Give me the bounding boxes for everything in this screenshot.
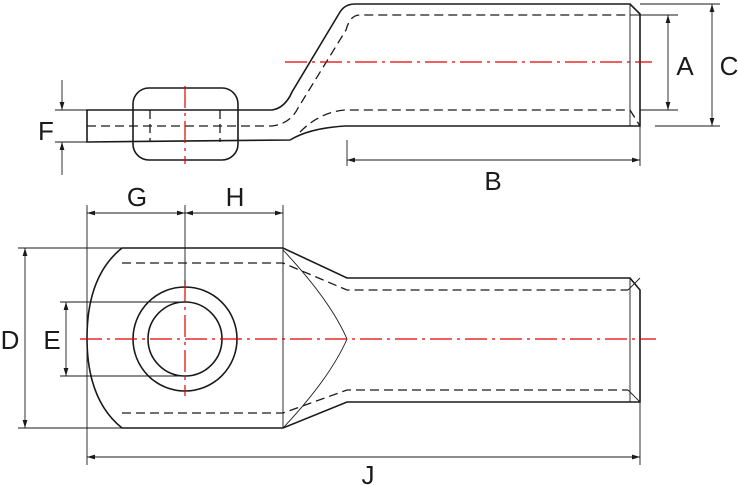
label-J: J <box>362 460 375 485</box>
side-inner-top <box>87 14 630 127</box>
side-outline-top <box>86 3 641 143</box>
side-hole <box>149 110 221 142</box>
dim-A: A <box>640 14 694 111</box>
label-C: C <box>720 51 738 81</box>
dim-B: B <box>346 126 641 196</box>
label-F: F <box>38 116 54 146</box>
label-H: H <box>226 182 245 212</box>
side-inner-bottom <box>299 109 641 133</box>
dim-F: F <box>38 80 87 175</box>
label-E: E <box>43 325 60 355</box>
label-D: D <box>1 325 20 355</box>
top-inner-top <box>122 262 628 291</box>
top-inner-bottom <box>122 389 628 414</box>
top-outline <box>86 247 641 429</box>
dim-G-H: G H <box>86 182 284 338</box>
top-bevel <box>627 277 641 403</box>
label-G: G <box>127 182 147 212</box>
dim-D: D <box>1 247 122 429</box>
side-view: F A C B <box>38 3 738 196</box>
dim-C: C <box>640 3 738 127</box>
label-A: A <box>676 51 694 81</box>
dim-E: E <box>43 301 185 377</box>
side-barrel-end <box>629 4 640 126</box>
dim-J: J <box>86 340 641 485</box>
label-B: B <box>484 166 501 196</box>
top-barrel-end <box>282 248 631 428</box>
top-view: G H D E J <box>1 182 656 485</box>
